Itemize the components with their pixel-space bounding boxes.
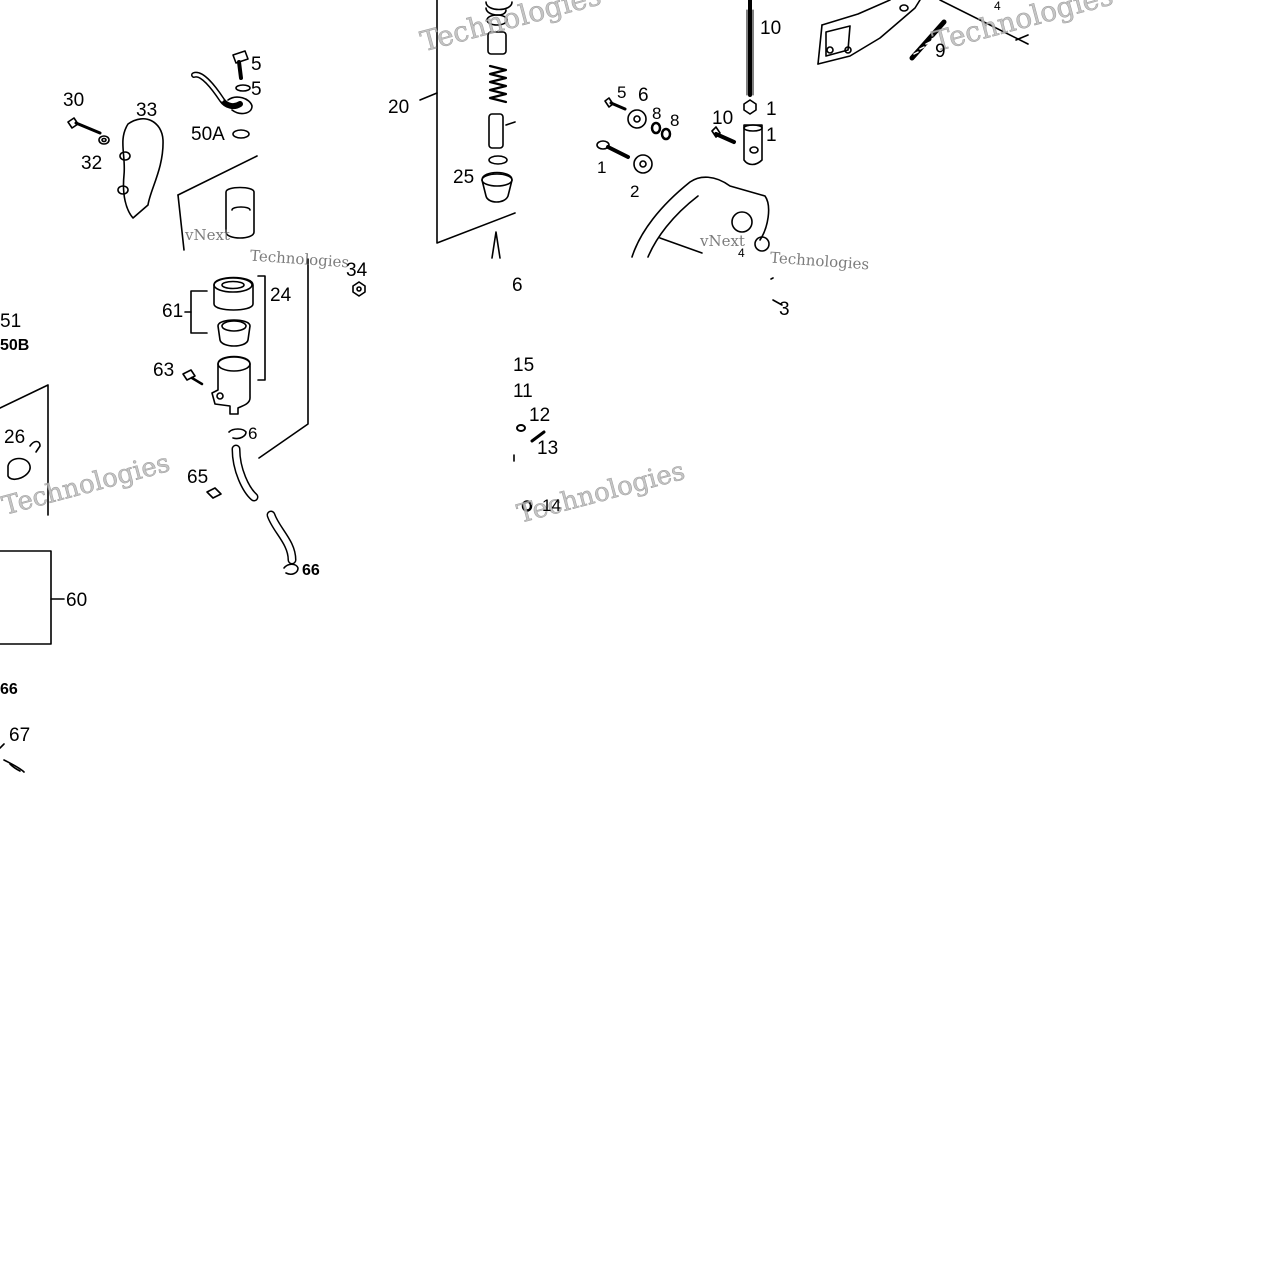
callout-15: 15 xyxy=(513,355,535,376)
brake-pedal-parts xyxy=(596,0,770,258)
callout-6b: 6 xyxy=(512,275,523,296)
callout-3: 3 xyxy=(779,299,790,320)
callout-50a: 50A xyxy=(191,124,225,145)
callout-1: 1 xyxy=(597,158,607,177)
small-parts-group xyxy=(513,277,783,512)
callout-11: 11 xyxy=(513,381,533,402)
callout-61: 61 xyxy=(162,301,184,322)
callout-20: 20 xyxy=(388,97,410,118)
callout-14: 14 xyxy=(542,496,561,515)
reservoir-assembly xyxy=(0,258,366,516)
callout-1b: 1 xyxy=(766,99,777,120)
callout-6: 6 xyxy=(638,85,649,106)
watermark-text: vNext xyxy=(185,226,230,244)
callout-2: 2 xyxy=(630,182,640,201)
callout-50b: 50B xyxy=(0,337,30,354)
callout-66: 66 xyxy=(302,562,320,579)
callout-25: 25 xyxy=(453,167,475,188)
callout-32: 32 xyxy=(81,153,103,174)
callout-51: 51 xyxy=(0,311,22,332)
callout-66b: 66 xyxy=(0,681,18,698)
master-cylinder-internals xyxy=(419,0,516,259)
foot-pedal-top xyxy=(817,0,1029,65)
callout-6c: 6 xyxy=(248,424,258,443)
callout-24: 24 xyxy=(270,285,292,306)
callout-5a: 5 xyxy=(251,54,262,75)
callout-8a: 8 xyxy=(652,104,662,123)
callout-13: 13 xyxy=(537,438,559,459)
callout-67: 67 xyxy=(9,725,31,746)
callout-60: 60 xyxy=(66,590,88,611)
callout-30: 30 xyxy=(63,90,85,111)
callout-10b: 10 xyxy=(712,108,734,129)
callout-63: 63 xyxy=(153,360,175,381)
callout-34: 34 xyxy=(346,260,368,281)
lower-hose-group xyxy=(0,510,299,773)
callout-26: 26 xyxy=(4,427,26,448)
watermark-text: vNext xyxy=(700,232,745,250)
callout-33: 33 xyxy=(136,100,158,121)
callout-12: 12 xyxy=(529,405,551,426)
callout-4b: 4 xyxy=(738,246,745,260)
callout-4: 4 xyxy=(994,0,1001,13)
callout-65: 65 xyxy=(187,467,209,488)
caliper-cover-group xyxy=(67,50,258,251)
callout-8b: 8 xyxy=(670,111,680,130)
callout-5b: 5 xyxy=(251,79,262,100)
callout-9: 9 xyxy=(935,41,946,62)
callout-5: 5 xyxy=(617,83,627,102)
callout-1c: 1 xyxy=(766,125,777,146)
callout-10: 10 xyxy=(760,18,782,39)
